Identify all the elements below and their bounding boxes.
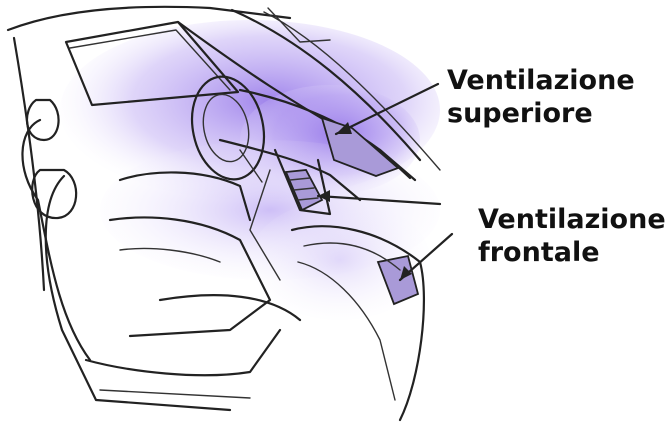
- label-upper-ventilation-line1: Ventilazione: [447, 64, 635, 97]
- label-front-ventilation-line1: Ventilazione: [478, 203, 666, 236]
- front-headrest: [32, 170, 76, 218]
- rear-headrest: [27, 100, 59, 140]
- label-front-ventilation: Ventilazione frontale: [478, 203, 666, 269]
- seat-base: [86, 330, 280, 375]
- label-upper-ventilation-line2: superiore: [447, 97, 635, 130]
- label-front-ventilation-line2: frontale: [478, 236, 666, 269]
- b-pillar: [14, 38, 44, 290]
- label-upper-ventilation: Ventilazione superiore: [447, 64, 635, 130]
- seat-rail: [100, 390, 250, 398]
